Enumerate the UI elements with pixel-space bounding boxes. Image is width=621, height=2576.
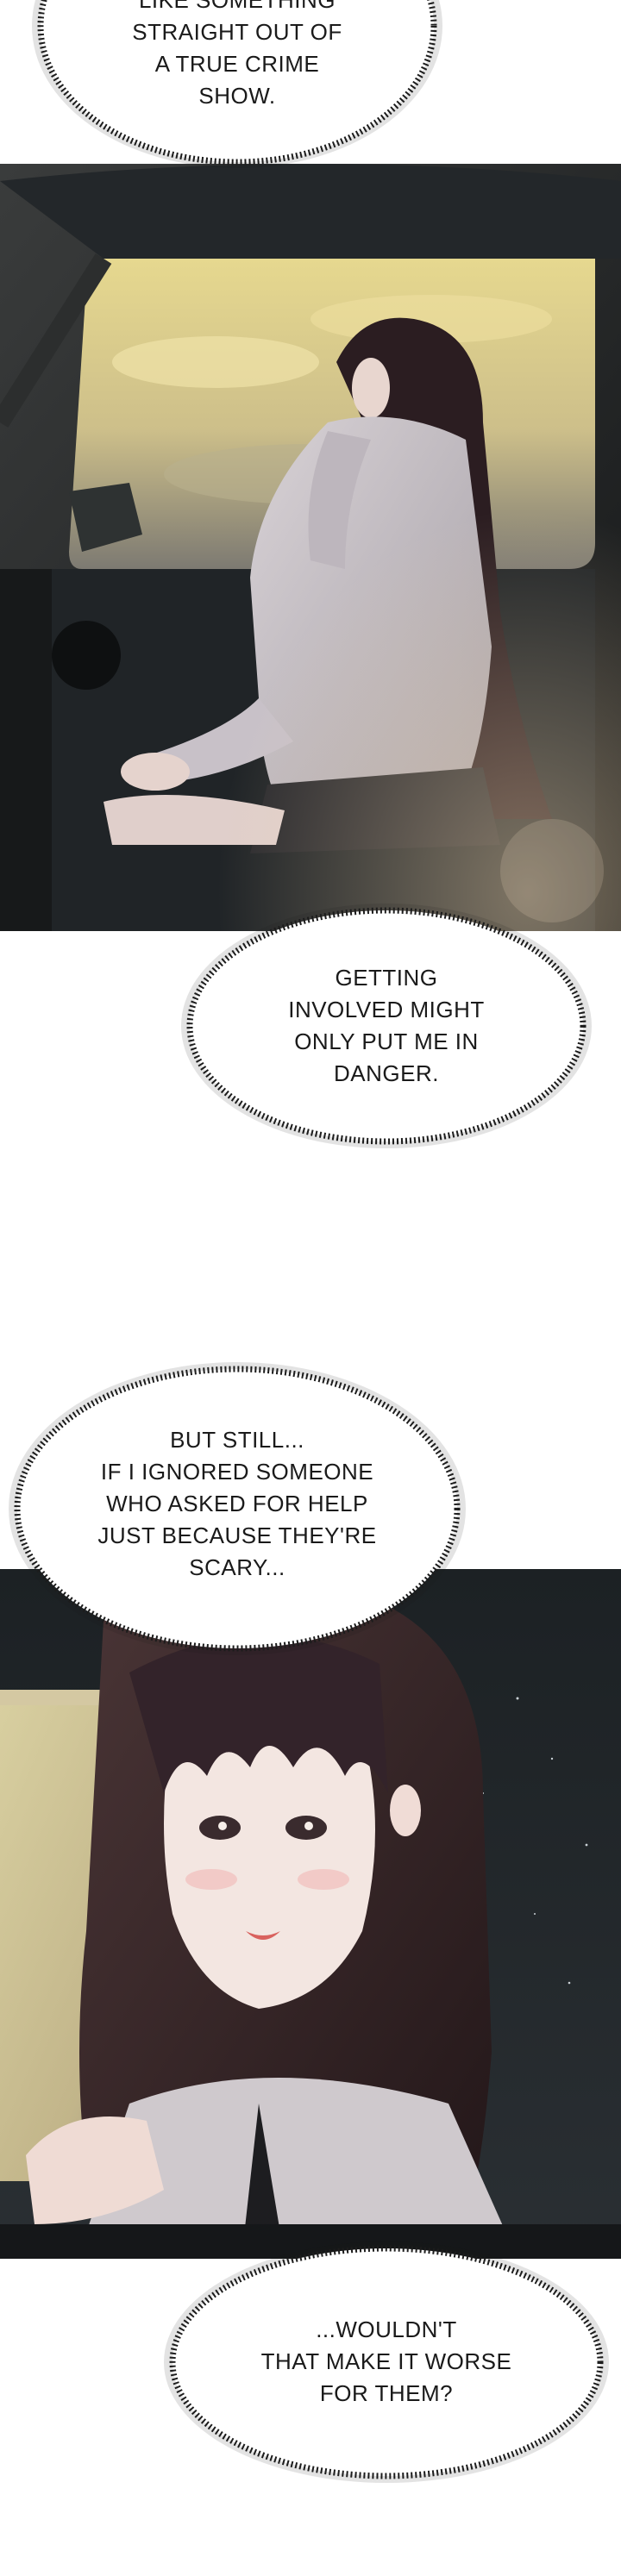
bubble-2-line: GETTING xyxy=(335,965,438,991)
speech-bubble-3: BUT STILL... IF I IGNORED SOMEONE WHO AS… xyxy=(0,1345,621,1673)
bubble-2-shape xyxy=(181,903,592,1148)
bubble-3-line: SCARY... xyxy=(189,1554,285,1580)
bubble-1-line: A TRUE CRIME xyxy=(154,51,320,77)
panel-car-window xyxy=(0,164,621,931)
bubble-1-line: SHOW. xyxy=(198,83,276,109)
bubble-1-line: STRAIGHT OUT OF xyxy=(132,19,342,45)
speech-bubble-2: GETTING INVOLVED MIGHT ONLY PUT ME IN DA… xyxy=(0,897,621,1155)
bubble-3-shape xyxy=(9,1362,466,1655)
bubble-2-line: DANGER. xyxy=(334,1060,439,1086)
bubble-2-line: INVOLVED MIGHT xyxy=(288,997,485,1022)
bubble-3-text: BUT STILL... IF I IGNORED SOMEONE WHO AS… xyxy=(39,1424,436,1584)
bubble-4-shape xyxy=(164,2241,609,2483)
bubble-1-shape xyxy=(32,0,442,168)
bubble-1-line: LIKE SOMETHING xyxy=(138,0,336,13)
panel-car-window-art xyxy=(0,164,621,931)
speech-bubble-4: ...WOULDN'T THAT MAKE IT WORSE FOR THEM? xyxy=(0,2241,621,2576)
bubble-1-text: LIKE SOMETHING STRAIGHT OUT OF A TRUE CR… xyxy=(47,0,427,112)
bubble-3-line: IF I IGNORED SOMEONE xyxy=(100,1459,374,1485)
bubble-2-line: ONLY PUT ME IN xyxy=(294,1029,479,1054)
bubble-4-line: FOR THEM? xyxy=(319,2380,454,2406)
bubble-3-line: BUT STILL... xyxy=(170,1427,304,1453)
bubble-3-line: JUST BECAUSE THEY'RE xyxy=(97,1522,377,1548)
speech-bubble-1: LIKE SOMETHING STRAIGHT OUT OF A TRUE CR… xyxy=(0,0,621,172)
panel-close-up-art xyxy=(0,1569,621,2259)
bubble-4-text: ...WOULDN'T THAT MAKE IT WORSE FOR THEM? xyxy=(205,2314,568,2410)
panel-close-up xyxy=(0,1569,621,2259)
bubble-4-line: ...WOULDN'T xyxy=(316,2317,457,2342)
bubble-2-text: GETTING INVOLVED MIGHT ONLY PUT ME IN DA… xyxy=(214,962,559,1090)
bubble-3-line: WHO ASKED FOR HELP xyxy=(106,1491,368,1516)
bubble-4-line: THAT MAKE IT WORSE xyxy=(260,2348,512,2374)
